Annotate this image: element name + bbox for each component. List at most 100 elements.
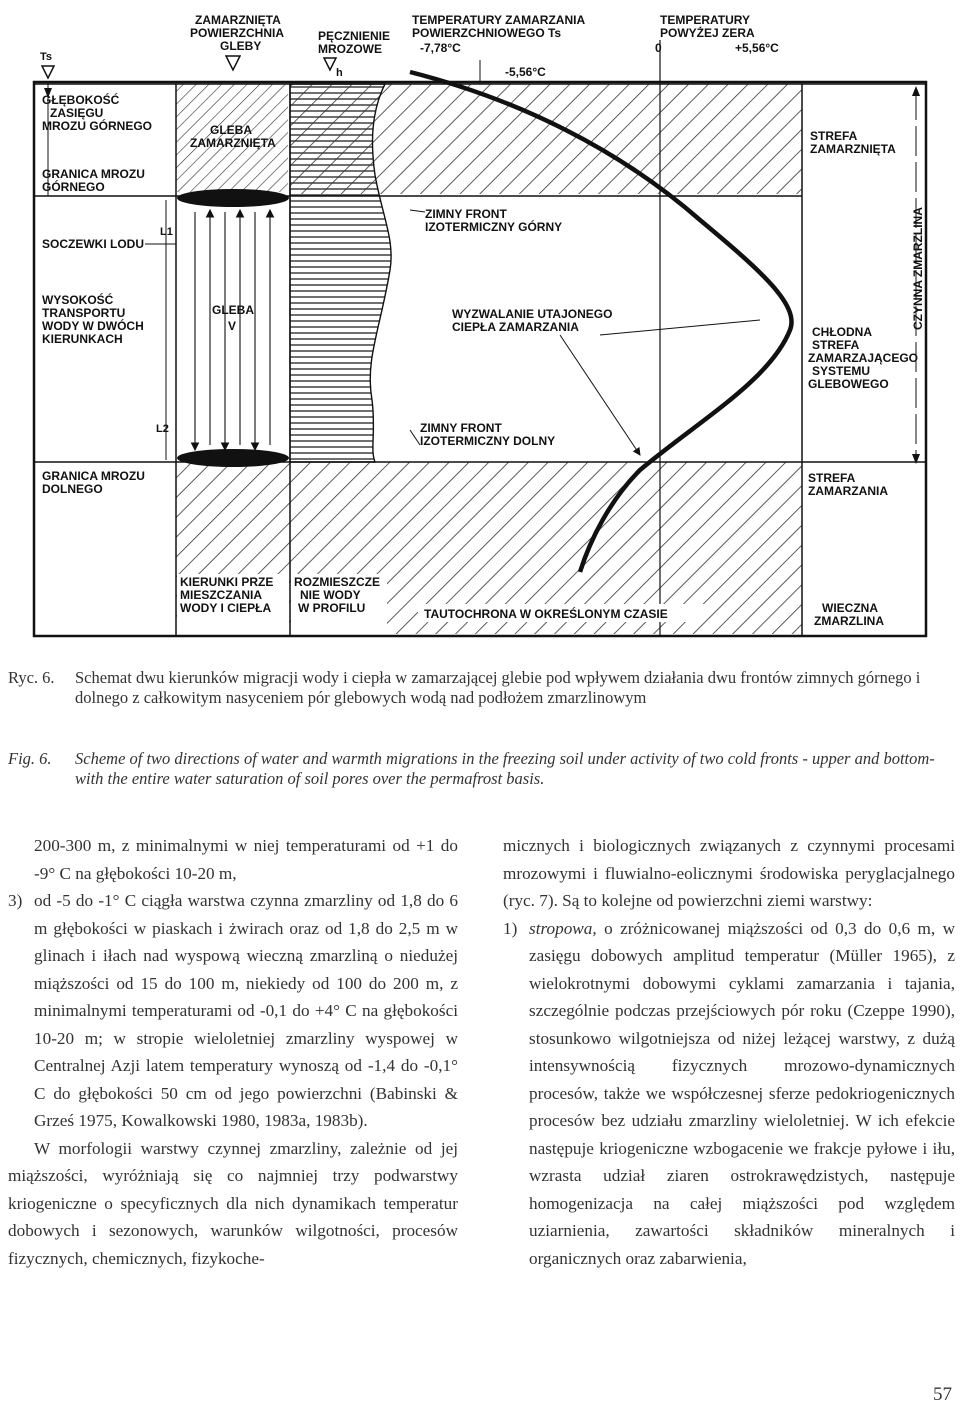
svg-text:IZOTERMICZNY DOLNY: IZOTERMICZNY DOLNY bbox=[420, 434, 555, 448]
svg-text:TEMPERATURY ZAMARZANIA: TEMPERATURY ZAMARZANIA bbox=[412, 13, 585, 27]
svg-text:POWIERZCHNIA: POWIERZCHNIA bbox=[190, 26, 284, 40]
svg-text:V: V bbox=[228, 319, 236, 333]
svg-text:STREFA: STREFA bbox=[808, 471, 856, 485]
caption-pl-number: Ryc. 6. bbox=[8, 668, 55, 687]
temp-zero: 0 bbox=[655, 41, 662, 55]
ice-lens-top bbox=[177, 189, 289, 207]
label-temperatury-powyzej: TEMPERATURY POWYŻEJ ZERA bbox=[660, 13, 755, 40]
svg-text:ROZMIESZCZE: ROZMIESZCZE bbox=[294, 575, 380, 589]
svg-text:MROZU GÓRNEGO: MROZU GÓRNEGO bbox=[42, 118, 152, 133]
svg-text:STREFA: STREFA bbox=[810, 129, 858, 143]
migration-arrows bbox=[190, 208, 275, 452]
caption-en-number: Fig. 6. bbox=[8, 749, 52, 768]
svg-text:STREFA: STREFA bbox=[812, 338, 860, 352]
frozen-soil-left-hatch bbox=[176, 84, 288, 192]
h-label: h bbox=[336, 67, 343, 79]
svg-text:ZMARZLINA: ZMARZLINA bbox=[814, 614, 884, 628]
svg-text:MIESZCZANIA: MIESZCZANIA bbox=[180, 588, 262, 602]
svg-text:ZIMNY FRONT: ZIMNY FRONT bbox=[425, 207, 507, 221]
left-paragraph-morfologia: W morfologii warstwy czynnej zmarzliny, … bbox=[8, 1138, 458, 1268]
svg-text:ZAMARZNIĘTA: ZAMARZNIĘTA bbox=[195, 13, 281, 27]
svg-text:GLEBOWEGO: GLEBOWEGO bbox=[808, 377, 889, 391]
svg-text:ZAMARZAJĄCEGO: ZAMARZAJĄCEGO bbox=[808, 351, 918, 365]
svg-text:TEMPERATURY: TEMPERATURY bbox=[660, 13, 750, 27]
svg-text:GLEBA: GLEBA bbox=[212, 303, 254, 317]
svg-text:ZAMARZNIĘTA: ZAMARZNIĘTA bbox=[190, 136, 276, 150]
label-wieczna: WIECZNA ZMARZLINA bbox=[814, 601, 884, 628]
svg-text:GÓRNEGO: GÓRNEGO bbox=[42, 179, 105, 194]
list-item-3: 3) od -5 do -1° C ciągła warstwa czynna z… bbox=[8, 887, 458, 1135]
list-marker-3: 3) bbox=[8, 891, 23, 910]
svg-text:CIEPŁA ZAMARZANIA: CIEPŁA ZAMARZANIA bbox=[452, 320, 579, 334]
list-item-3-text: od -5 do -1° C ciągła warstwa czynna zma… bbox=[34, 891, 458, 1130]
svg-text:GRANICA MROZU: GRANICA MROZU bbox=[42, 167, 145, 181]
label-pecznienie: PĘCZNIENIE MROZOWE bbox=[318, 29, 390, 56]
svg-text:ZAMARZANIA: ZAMARZANIA bbox=[808, 484, 888, 498]
label-gleba-v: GLEBA V bbox=[212, 303, 254, 333]
left-paragraph-continued: 200-300 m, z minimalnymi w niej temperat… bbox=[34, 836, 458, 883]
svg-text:CHŁODNA: CHŁODNA bbox=[812, 325, 872, 339]
svg-text:IZOTERMICZNY GÓRNY: IZOTERMICZNY GÓRNY bbox=[425, 219, 562, 234]
temp-minus-778: -7,78°C bbox=[420, 41, 461, 55]
svg-text:PĘCZNIENIE: PĘCZNIENIE bbox=[318, 29, 390, 43]
label-czynna-zmarzlina: CZYNNA ZMARZLINA bbox=[911, 207, 925, 330]
left-column: 200-300 m, z minimalnymi w niej temperat… bbox=[8, 832, 458, 1272]
tautochrone-curve bbox=[409, 69, 794, 573]
right-paragraph-continued: micznych i biologicznych związanych z cz… bbox=[503, 836, 955, 910]
temp-minus-556: -5,56°C bbox=[505, 65, 546, 79]
svg-text:POWYŻEJ ZERA: POWYŻEJ ZERA bbox=[660, 25, 755, 40]
svg-text:ZASIĘGU: ZASIĘGU bbox=[50, 106, 103, 120]
label-glebokosc-zasiegu: GŁĘBOKOŚĆ ZASIĘGU MROZU GÓRNEGO bbox=[42, 92, 152, 133]
label-zimny-front-dolny: ZIMNY FRONT IZOTERMICZNY DOLNY bbox=[420, 421, 555, 448]
ts-label: Ts bbox=[40, 51, 52, 63]
label-strefa-zamarznieta: STREFA ZAMARZNIĘTA bbox=[810, 129, 896, 156]
label-kierunki: KIERUNKI PRZE MIESZCZANIA WODY I CIEPŁA bbox=[180, 575, 273, 615]
svg-text:ZIMNY FRONT: ZIMNY FRONT bbox=[420, 421, 502, 435]
label-zamarznieta-powierzchnia: ZAMARZNIĘTA POWIERZCHNIA GLEBY bbox=[190, 13, 284, 53]
svg-text:SYSTEMU: SYSTEMU bbox=[812, 364, 870, 378]
list-item-1-text: o zróżnicowanej miąższości od 0,3 do 0,6… bbox=[529, 918, 955, 1268]
label-wyzwalanie: WYZWALANIE UTAJONEGO CIEPŁA ZAMARZANIA bbox=[452, 307, 612, 334]
svg-text:ZAMARZNIĘTA: ZAMARZNIĘTA bbox=[810, 142, 896, 156]
caption-en-text: Scheme of two directions of water and wa… bbox=[75, 749, 935, 788]
list-marker-1: 1) bbox=[503, 918, 518, 938]
svg-text:GLEBA: GLEBA bbox=[210, 123, 252, 137]
svg-text:GRANICA MROZU: GRANICA MROZU bbox=[42, 469, 145, 483]
svg-text:DOLNEGO: DOLNEGO bbox=[42, 482, 103, 496]
svg-text:NIE WODY: NIE WODY bbox=[300, 588, 361, 602]
caption-pl-text: Schemat dwu kierunków migracji wody i ci… bbox=[75, 668, 921, 707]
right-column: micznych i biologicznych związanych z cz… bbox=[503, 832, 955, 1272]
label-tautochrona: TAUTOCHRONA W OKREŚLONYM CZASIE bbox=[424, 606, 668, 621]
svg-text:WYSOKOŚĆ: WYSOKOŚĆ bbox=[42, 292, 114, 307]
label-wysokosc: WYSOKOŚĆ TRANSPORTU WODY W DWÓCH KIERUNK… bbox=[42, 292, 144, 346]
label-rozmieszczenie: ROZMIESZCZE NIE WODY W PROFILU bbox=[294, 575, 380, 615]
page-number: 57 bbox=[933, 1384, 952, 1405]
label-gleba-zamarznieta: GLEBA ZAMARZNIĘTA bbox=[190, 123, 276, 150]
l1-label: L1 bbox=[160, 226, 173, 238]
svg-text:GLEBY: GLEBY bbox=[220, 39, 261, 53]
label-strefa-zamarzania: STREFA ZAMARZANIA bbox=[808, 471, 888, 498]
svg-text:WODY W DWÓCH: WODY W DWÓCH bbox=[42, 318, 144, 333]
svg-text:WYZWALANIE UTAJONEGO: WYZWALANIE UTAJONEGO bbox=[452, 307, 612, 321]
figure-caption-pl: Ryc. 6. Schemat dwu kierunków migracji w… bbox=[8, 668, 960, 708]
label-chlodna-strefa: CHŁODNA STREFA ZAMARZAJĄCEGO SYSTEMU GLE… bbox=[808, 325, 918, 391]
label-soczewki: SOCZEWKI LODU bbox=[42, 237, 144, 251]
label-temperatury-zamarzania: TEMPERATURY ZAMARZANIA POWIERZCHNIOWEGO … bbox=[412, 13, 585, 40]
svg-text:TRANSPORTU: TRANSPORTU bbox=[42, 306, 125, 320]
label-zimny-front-gorny: ZIMNY FRONT IZOTERMICZNY GÓRNY bbox=[425, 207, 562, 234]
temp-plus-556: +5,56°C bbox=[735, 41, 779, 55]
svg-text:WODY I CIEPŁA: WODY I CIEPŁA bbox=[180, 601, 271, 615]
svg-text:WIECZNA: WIECZNA bbox=[822, 601, 878, 615]
figure-caption-en: Fig. 6. Scheme of two directions of wate… bbox=[8, 749, 960, 789]
svg-text:GŁĘBOKOŚĆ: GŁĘBOKOŚĆ bbox=[42, 92, 120, 107]
list-item-1-term: stropowa, bbox=[529, 918, 597, 938]
ice-lens-bottom bbox=[177, 449, 289, 467]
svg-text:KIERUNKI PRZE: KIERUNKI PRZE bbox=[180, 575, 273, 589]
svg-text:POWIERZCHNIOWEGO Ts: POWIERZCHNIOWEGO Ts bbox=[412, 26, 561, 40]
l2-label: L2 bbox=[156, 423, 169, 435]
water-profile bbox=[289, 83, 392, 463]
label-granica-gornego: GRANICA MROZU GÓRNEGO bbox=[42, 167, 145, 194]
svg-text:MROZOWE: MROZOWE bbox=[318, 42, 382, 56]
svg-text:KIERUNKACH: KIERUNKACH bbox=[42, 332, 123, 346]
list-item-1: 1) stropowa, o zróżnicowanej miąższości o… bbox=[503, 915, 955, 1273]
